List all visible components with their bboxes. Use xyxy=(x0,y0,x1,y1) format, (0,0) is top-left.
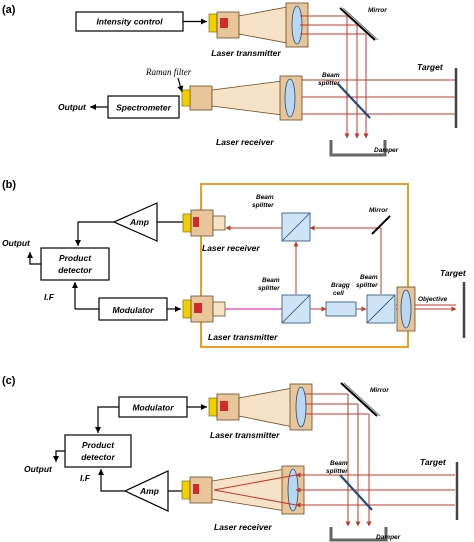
panel-a: (a) Intensity control Laser transmitter … xyxy=(2,2,458,157)
modulator-b-label: Modulator xyxy=(112,305,154,315)
damper-c xyxy=(329,527,388,542)
objective-lens xyxy=(396,286,416,332)
target-b-label: Target xyxy=(440,268,467,278)
damper-a-label: Damper xyxy=(374,147,399,154)
beam-splitter-c-label-1: Beam xyxy=(330,460,348,467)
laser-receiver-b-label: Laser receiver xyxy=(202,243,260,253)
laser-receiver-a xyxy=(181,75,303,121)
output-a-label: Output xyxy=(58,102,87,112)
mirror-a-back xyxy=(342,7,379,41)
damper-a xyxy=(329,140,387,157)
beam-splitter-b-top-label-2: splitter xyxy=(252,202,274,209)
detector-output-arrow-b xyxy=(27,252,41,265)
mirror-c-label: Mirror xyxy=(370,387,389,394)
bragg-cell-label-1: Bragg xyxy=(331,282,350,289)
panel-b-label: (b) xyxy=(2,179,16,191)
amp-b-label: Amp xyxy=(129,217,149,227)
beam-splitter-c xyxy=(339,474,373,511)
laser-transmitter-b-label: Laser transmitter xyxy=(208,332,278,342)
amp-to-detector-c-arrow xyxy=(98,469,125,492)
laser-transmitter-c-label: Laser transmitter xyxy=(210,430,280,440)
if-c-label: I.F xyxy=(80,473,91,483)
panel-c-label: (c) xyxy=(2,375,16,387)
mirror-a xyxy=(339,7,376,41)
output-c-label: Output xyxy=(24,464,53,474)
beam-splitter-c-label-2: splitter xyxy=(326,468,348,475)
laser-transmitter-a-label: Laser transmitter xyxy=(211,48,281,58)
laser-transmitter-c xyxy=(208,383,313,431)
beam-splitter-b-right-label-1: Beam xyxy=(360,274,378,281)
beam-splitter-b-left-label-1: Beam xyxy=(262,277,280,284)
beam-splitter-a-label-1: Beam xyxy=(322,72,340,79)
beam-splitter-b-left-label-2: splitter xyxy=(258,285,280,292)
modulator-c-label: Modulator xyxy=(132,403,174,413)
modulator-to-detector-c-arrow xyxy=(95,406,119,433)
beam-splitter-b-right xyxy=(366,294,396,324)
product-detector-c-label-2: detector xyxy=(81,452,115,462)
output-b-label: Output xyxy=(2,238,31,248)
bragg-cell-label-2: cell xyxy=(333,290,344,297)
beam-splitter-b-top-label-1: Beam xyxy=(256,194,274,201)
if-b-label: I.F xyxy=(44,292,55,302)
laser-receiver-c xyxy=(181,465,305,515)
panel-a-label: (a) xyxy=(2,4,16,16)
mirror-b-label: Mirror xyxy=(369,207,388,214)
intensity-control-label: Intensity control xyxy=(96,17,163,27)
beam-splitter-b-top xyxy=(281,212,311,242)
panel-c: (c) Modulator Laser transmitter Mirror xyxy=(2,375,459,542)
mirror-a-label: Mirror xyxy=(368,7,387,14)
optics-enclosure xyxy=(200,183,409,348)
beam-splitter-a xyxy=(337,83,371,119)
laser-receiver-c-label: Laser receiver xyxy=(214,522,272,532)
beam-splitter-b-left xyxy=(281,294,311,324)
transmit-beams-a xyxy=(300,15,369,139)
mirror-c-back xyxy=(343,382,381,417)
beam-splitter-a-label-2: splitter xyxy=(318,80,340,87)
bragg-cell xyxy=(325,301,357,317)
product-detector-b-label-2: detector xyxy=(58,265,92,275)
amp-to-detector-arrow xyxy=(75,221,114,246)
spectrometer-label: Spectrometer xyxy=(116,103,171,113)
mirror-c xyxy=(340,382,378,417)
target-c-label: Target xyxy=(420,457,447,467)
panel-b: (b) Amp Product detector Output I.F Modu… xyxy=(2,179,467,348)
damper-c-label: Damper xyxy=(376,534,401,541)
raman-filter-label: Raman filter xyxy=(145,67,192,77)
target-a-label: Target xyxy=(417,62,444,72)
laser-transmitter-a xyxy=(208,2,309,48)
amp-c-label: Amp xyxy=(139,486,159,496)
detector-output-arrow-c xyxy=(53,450,65,462)
raman-filter-pointer xyxy=(177,77,184,93)
beam-splitter-b-right-label-2: splitter xyxy=(356,282,378,289)
laser-transmitter-b xyxy=(182,295,226,323)
laser-receiver-a-label: Laser receiver xyxy=(216,137,274,147)
mirror-b xyxy=(371,215,391,235)
laser-receiver-b xyxy=(182,209,226,237)
product-detector-b-label-1: Product xyxy=(59,253,92,263)
objective-label: Objective xyxy=(418,296,448,303)
return-beams-c xyxy=(213,472,455,508)
product-detector-c-label-1: Product xyxy=(82,440,115,450)
